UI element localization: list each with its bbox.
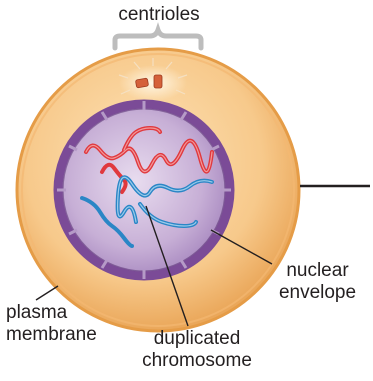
plasma-membrane-label: plasma membrane [6, 302, 116, 346]
nuclear-envelope-label: nuclear envelope [265, 260, 370, 304]
centrioles-label: centrioles [104, 4, 214, 26]
bracket-icon [115, 30, 201, 48]
centrosome [119, 65, 187, 101]
leader-plasma-membrane [36, 286, 58, 300]
duplicated-chromosome-label: duplicated chromosome [122, 328, 272, 372]
